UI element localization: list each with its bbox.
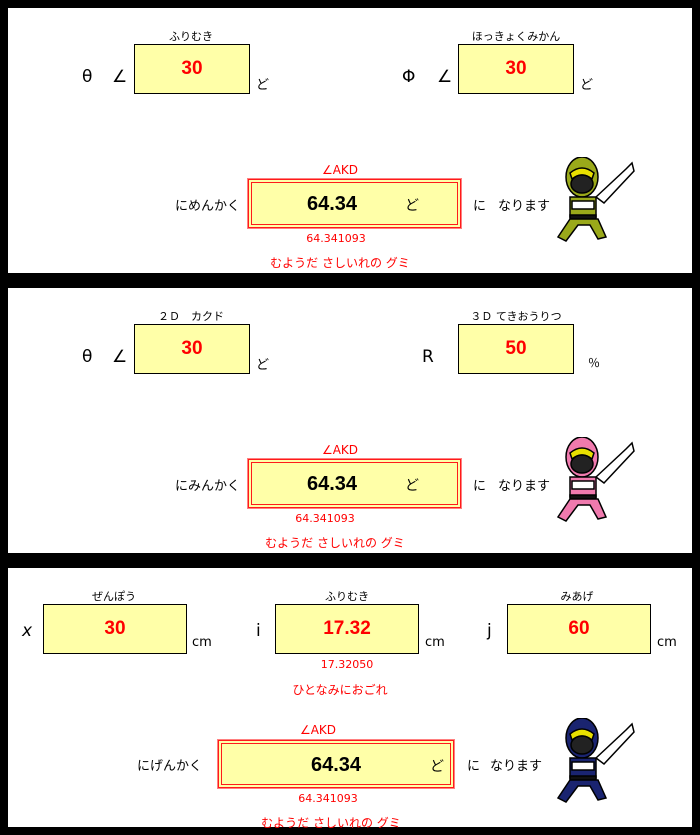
result-box: 64.34 ど	[247, 178, 462, 229]
ranger-blue-icon	[556, 718, 635, 803]
caption-j: みあげ	[560, 590, 594, 603]
symbol-theta: θ	[82, 347, 93, 367]
result-suffix: なります	[490, 759, 543, 774]
caption-theta: ２Ｄ カクド	[158, 310, 224, 323]
symbol-phi: Φ	[402, 67, 416, 87]
caption-theta: ふりむき	[169, 30, 213, 43]
result-note: むようだ さしいれの グミ	[261, 816, 401, 830]
j-input[interactable]: 60	[507, 604, 651, 654]
result-title: ∠AKD	[321, 163, 359, 177]
angle-symbol: ∠	[437, 67, 453, 87]
result-prefix: にめんかく	[175, 199, 241, 214]
symbol-theta: θ	[82, 67, 93, 87]
result-suffix-ni: に	[467, 759, 481, 774]
result-prefix: にげんかく	[137, 759, 203, 774]
result-box: 64.34 ど	[247, 458, 462, 509]
caption-x: ぜんぽう	[92, 590, 136, 603]
result-unit: ど	[405, 198, 419, 214]
caption-i: ふりむき	[325, 590, 369, 603]
result-suffix: なります	[498, 479, 551, 494]
panel-dimetric: ２Ｄ カクド θ ∠ 30 ど ３Ｄ てきおうりつ R 50 ％ ∠AKD にみ…	[8, 288, 692, 553]
x-input[interactable]: 30	[43, 604, 187, 654]
result-box: 64.34 ど	[217, 739, 455, 789]
unit-degree: ど	[256, 78, 270, 93]
ranger-pink-icon	[556, 437, 635, 522]
i-precise: 17.32050	[320, 658, 374, 671]
unit-cm: cm	[657, 635, 677, 650]
result-suffix-ni: に	[473, 479, 487, 494]
symbol-j: j	[487, 621, 492, 641]
result-value: 64.34	[306, 473, 358, 495]
result-note: むようだ さしいれの グミ	[270, 256, 410, 270]
caption-ratio: ３Ｄ てきおうりつ	[470, 310, 562, 323]
unit-cm: cm	[425, 635, 445, 650]
panel-dihedral: ふりむき θ ∠ 30 ど ほっきょくみかん Φ ∠ 30 ど ∠AKD にめん…	[8, 8, 692, 273]
result-title: ∠AKD	[321, 443, 359, 457]
result-suffix: なります	[498, 199, 551, 214]
theta-input[interactable]: 30	[134, 324, 250, 374]
result-unit: ど	[430, 759, 444, 775]
ranger-green-icon	[556, 157, 635, 242]
angle-symbol: ∠	[112, 347, 128, 367]
unit-percent: ％	[588, 356, 601, 370]
unit-degree: ど	[256, 358, 270, 373]
phi-input[interactable]: 30	[458, 44, 574, 94]
panel-trimetric: ぜんぽう x 30 cm ふりむき i 17.32 cm 17.32050 ひと…	[8, 568, 692, 830]
theta-input[interactable]: 30	[134, 44, 250, 94]
symbol-r: R	[422, 347, 434, 367]
caption-phi: ほっきょくみかん	[471, 30, 561, 43]
result-unit: ど	[405, 478, 419, 494]
i-note: ひとなみにおごれ	[292, 683, 388, 697]
i-input[interactable]: 17.32	[275, 604, 419, 654]
angle-symbol: ∠	[112, 67, 128, 87]
result-prefix: にみんかく	[175, 479, 241, 494]
result-value: 64.34	[310, 754, 362, 776]
ratio-input[interactable]: 50	[458, 324, 574, 374]
result-suffix-ni: に	[473, 199, 487, 214]
symbol-i: i	[256, 621, 261, 641]
result-value: 64.34	[306, 193, 358, 215]
result-precise: 64.341093	[298, 792, 358, 805]
unit-cm: cm	[192, 635, 212, 650]
symbol-x: x	[22, 621, 33, 641]
unit-degree: ど	[580, 78, 594, 93]
result-precise: 64.341093	[306, 232, 366, 245]
result-note: むようだ さしいれの グミ	[265, 536, 405, 550]
result-title: ∠AKD	[299, 723, 337, 737]
result-precise: 64.341093	[295, 512, 355, 525]
